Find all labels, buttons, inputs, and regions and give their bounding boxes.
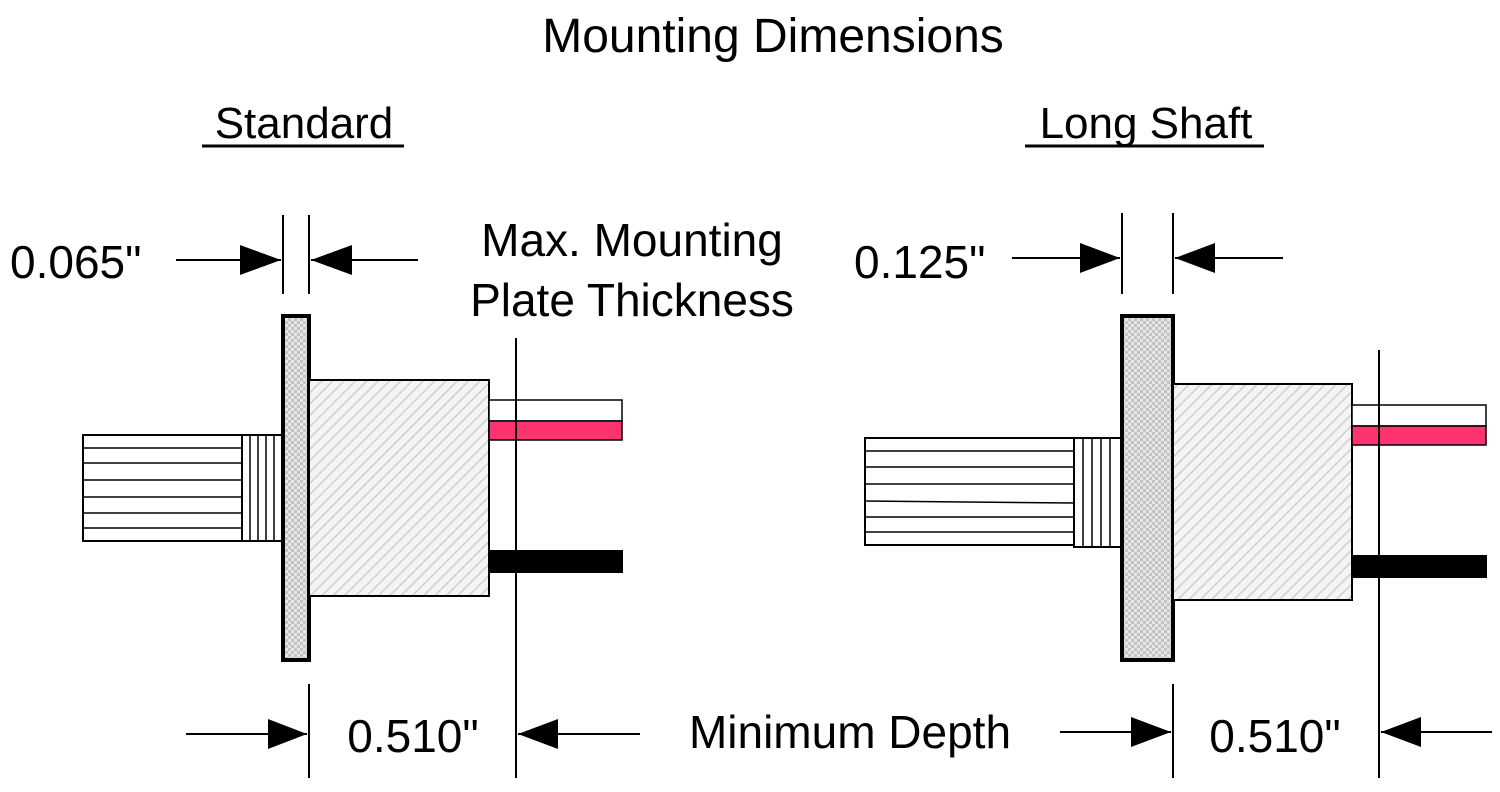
standard-thickness-arrowhead-left [240,245,281,275]
standard-thickness-arrowhead-right [311,245,352,275]
standard-plate-thickness-label: 0.065" [10,236,141,288]
long-shaft-depth-arrowhead-left [1131,717,1171,747]
standard-wire-white [488,399,623,422]
standard-shaft-knurl-lines [83,447,242,529]
depth-caption: Minimum Depth [689,706,1011,758]
standard-min-depth-label: 0.510" [347,710,478,762]
long-shaft-shaft-knurl-lines [864,450,1075,533]
long-shaft-thickness-arrowhead-right [1175,243,1215,273]
standard-bushing [241,434,284,542]
standard-depth-arrowhead-right [518,719,558,749]
standard-wire-red [488,420,623,441]
standard-body [308,379,490,597]
long-shaft-body [1172,383,1353,601]
diagram-title: Mounting Dimensions [542,10,1004,63]
long-shaft-heading: Long Shaft [1040,99,1253,148]
plate-caption-line1: Max. Mounting [481,214,783,266]
standard-wire-black [489,550,623,573]
standard-bushing-thread-lines [249,435,275,541]
standard-heading: Standard [215,99,394,148]
long-shaft-depth-arrowhead-right [1381,717,1421,747]
long-shaft-bushing-thread-lines [1082,438,1111,547]
long-shaft-wire-white [1351,404,1487,427]
long-shaft-shaft [864,437,1075,546]
standard-view: Standard 0.065" [10,99,640,778]
standard-shaft [82,434,243,542]
long-shaft-mounting-plate [1120,314,1175,662]
standard-mounting-plate [281,314,311,662]
long-shaft-wire-red [1351,425,1487,446]
long-shaft-plate-thickness-label: 0.125" [854,236,985,288]
long-shaft-bushing [1073,437,1123,548]
long-shaft-view: Long Shaft 0.125" [854,99,1492,778]
long-shaft-wire-black [1352,555,1487,578]
standard-depth-arrowhead-left [268,719,307,749]
long-shaft-thickness-arrowhead-left [1080,243,1120,273]
long-shaft-min-depth-label: 0.510" [1209,710,1340,762]
plate-caption-line2: Plate Thickness [470,274,794,326]
